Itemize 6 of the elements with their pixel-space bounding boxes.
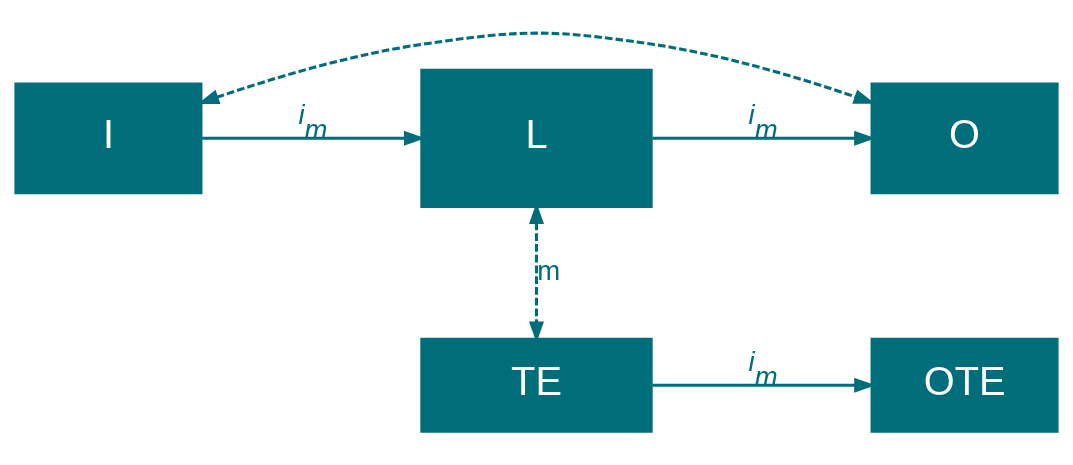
node-box: L [420, 68, 653, 208]
node-box: O [870, 82, 1059, 195]
node-box: OTE [870, 337, 1059, 433]
node-box: I [14, 82, 203, 195]
edge-label: m [537, 254, 561, 286]
node-box: TE [420, 337, 653, 433]
